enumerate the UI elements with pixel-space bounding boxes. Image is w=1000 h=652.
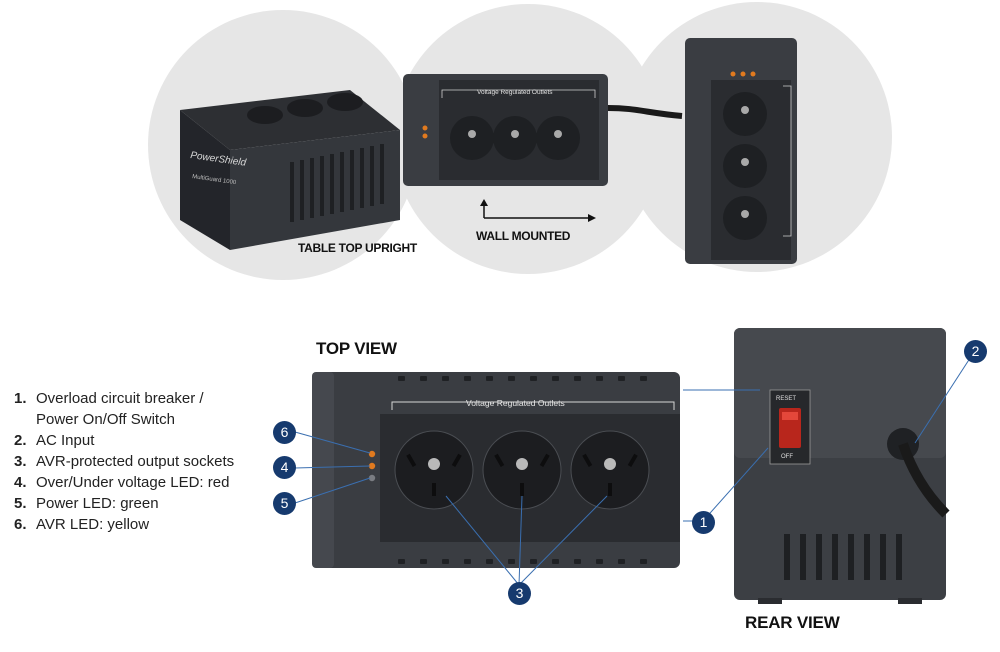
legend-item: 2. AC Input xyxy=(14,430,314,451)
wall-mounted-arrow xyxy=(480,199,596,222)
legend-number: 2. xyxy=(14,432,27,449)
rear-view-device: RESET OFF xyxy=(734,328,950,604)
legend-number: 5. xyxy=(14,495,27,512)
callout-badge-1: 1 xyxy=(692,511,715,534)
legend-list: 1. Overload circuit breaker / Power On/O… xyxy=(14,388,314,535)
legend-number: 1. xyxy=(14,390,27,407)
top-panel-label: Voltage Regulated Outlets xyxy=(466,398,565,408)
device-wall-mounted-horizontal: Voltage Regulated Outlets xyxy=(403,74,683,186)
callout-badge-2: 2 xyxy=(964,340,987,363)
legend-item: 6. AVR LED: yellow xyxy=(14,514,314,535)
reset-label: RESET xyxy=(776,396,796,402)
legend-text: AVR LED: yellow xyxy=(36,516,150,533)
callout-badge-3: 3 xyxy=(508,582,531,605)
legend-item: 4. Over/Under voltage LED: red xyxy=(14,472,314,493)
callout-badge-6: 6 xyxy=(273,421,296,444)
power-led xyxy=(368,474,376,482)
callout-badge-4: 4 xyxy=(273,456,296,479)
over-under-voltage-led xyxy=(368,462,376,470)
rear-view-title: REAR VIEW xyxy=(745,613,840,632)
caption-wall-mounted: WALL MOUNTED xyxy=(476,229,571,243)
off-label: OFF xyxy=(781,454,793,460)
callout-badge-5: 5 xyxy=(273,492,296,515)
output-socket xyxy=(482,430,562,510)
legend-item: 5. Power LED: green xyxy=(14,493,314,514)
top-view-device: Voltage Regulated Outlets xyxy=(312,372,680,568)
avr-led xyxy=(368,450,376,458)
wall-panel-label: Voltage Regulated Outlets xyxy=(477,89,553,96)
legend-text: AVR-protected output sockets xyxy=(36,453,235,470)
output-socket xyxy=(570,430,650,510)
output-socket xyxy=(394,430,474,510)
legend-text: AC Input xyxy=(36,432,95,449)
legend-text-continued: Power On/Off Switch xyxy=(36,411,175,428)
legend-text: Power LED: green xyxy=(36,495,159,512)
legend-text: Over/Under voltage LED: red xyxy=(36,474,230,491)
legend-number: 6. xyxy=(14,516,27,533)
caption-table-top-upright: TABLE TOP UPRIGHT xyxy=(298,241,417,255)
device-wall-mounted-vertical xyxy=(685,38,797,264)
legend-item: 3. AVR-protected output sockets xyxy=(14,451,314,472)
device-table-top-upright: PowerShield MultiGuard 1000 xyxy=(180,90,400,250)
legend-text: Overload circuit breaker / xyxy=(36,390,204,407)
legend-number: 4. xyxy=(14,474,27,491)
legend-item: 1. Overload circuit breaker / xyxy=(14,388,314,409)
top-view-title: TOP VIEW xyxy=(316,339,397,358)
legend-number: 3. xyxy=(14,453,27,470)
